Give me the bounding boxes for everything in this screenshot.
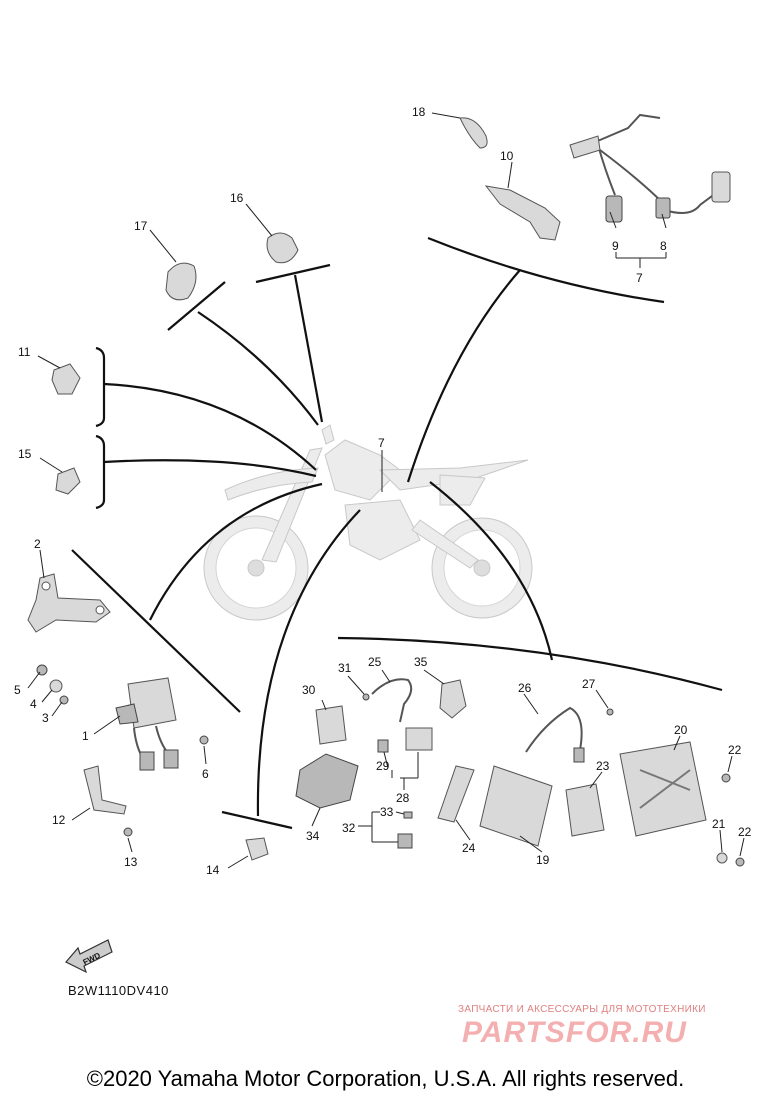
part-17-band — [165, 262, 197, 301]
part-31-screw — [362, 693, 370, 701]
callout-19: 19 — [536, 853, 550, 867]
part-25-harness — [371, 678, 433, 751]
part-27-screw — [606, 708, 614, 716]
callout-29: 29 — [376, 759, 390, 773]
callout-11: 11 — [18, 345, 31, 359]
diagram-code: B2W1110DV410 — [68, 983, 169, 998]
part-7-connector — [711, 171, 731, 203]
callout-16: 16 — [230, 191, 244, 205]
part-13-bolt — [123, 827, 133, 837]
part-26-sensor-lead — [525, 706, 585, 763]
callout-2: 2 — [34, 537, 41, 551]
callout-21: 21 — [712, 817, 726, 831]
callout-17: 17 — [134, 219, 148, 233]
callout-12: 12 — [52, 813, 66, 827]
part-32-fuse — [397, 833, 413, 849]
callout-26: 26 — [518, 681, 532, 695]
callout-9: 9 — [612, 239, 619, 253]
callout-5: 5 — [14, 683, 21, 697]
callout-8: 8 — [660, 239, 667, 253]
part-24-strap — [437, 765, 475, 823]
callout-labels: 18 10 16 17 11 15 9 8 7 7 2 5 4 3 1 6 12… — [14, 105, 752, 877]
callout-20: 20 — [674, 723, 688, 737]
callout-23: 23 — [596, 759, 610, 773]
watermark-brand: PARTSFOR.RU — [462, 1016, 687, 1049]
callout-25: 25 — [368, 655, 382, 669]
callout-3: 3 — [42, 711, 49, 725]
callout-7-harness: 7 — [636, 271, 643, 285]
part-4-washer — [49, 679, 63, 693]
seat — [378, 459, 529, 491]
part-19-case — [479, 765, 553, 847]
callout-28: 28 — [396, 791, 410, 805]
part-15-sensor — [55, 467, 81, 495]
engine — [344, 499, 421, 561]
side-cover — [439, 474, 486, 506]
callout-27: 27 — [582, 677, 596, 691]
callout-7-bike: 7 — [378, 436, 385, 450]
callout-14: 14 — [206, 863, 220, 877]
part-30-cap — [315, 705, 347, 745]
part-1-rectifier — [115, 677, 179, 771]
part-33-fuse — [403, 811, 413, 819]
callout-6: 6 — [202, 767, 209, 781]
part-35-cover — [439, 679, 467, 719]
part-7-sub-harness — [569, 113, 731, 223]
callout-35: 35 — [414, 655, 428, 669]
part-14-sensor — [245, 837, 269, 861]
callout-18: 18 — [412, 105, 426, 119]
part-9-coupler — [605, 195, 623, 223]
handlebar-mount — [321, 424, 335, 445]
part-22-bolt-lower — [735, 857, 745, 867]
part-29-fuse — [377, 739, 389, 753]
part-11-coupler — [51, 363, 81, 395]
watermark-tagline: ЗАПЧАСТИ И АКСЕССУАРЫ ДЛЯ МОТОТЕХНИКИ — [458, 1004, 706, 1015]
callout-10: 10 — [500, 149, 514, 163]
callout-24: 24 — [462, 841, 476, 855]
callout-15: 15 — [18, 447, 32, 461]
callout-31: 31 — [338, 661, 352, 675]
callout-33: 33 — [380, 805, 394, 819]
callout-4: 4 — [30, 697, 37, 711]
copyright-notice: ©2020 Yamaha Motor Corporation, U.S.A. A… — [86, 1066, 685, 1091]
callout-32: 32 — [342, 821, 356, 835]
part-12-bracket — [83, 765, 127, 815]
callout-34: 34 — [306, 829, 320, 843]
part-20-battery-box — [619, 741, 707, 837]
parts-3-4-5-hardware — [36, 664, 69, 705]
motorcycle-illustration — [203, 424, 533, 621]
front-fender — [224, 467, 319, 501]
group-leaders — [71, 236, 723, 830]
part-23-pad — [565, 783, 605, 837]
part-18-band — [459, 117, 488, 149]
callout-13: 13 — [124, 855, 138, 869]
part-34-box — [295, 753, 359, 809]
part-6-bolt — [199, 735, 209, 745]
swingarm — [411, 519, 479, 569]
part-10-cap — [484, 185, 561, 241]
callout-leaders — [27, 112, 745, 869]
part-21-washer — [716, 852, 728, 864]
callout-22-upper: 22 — [728, 743, 742, 757]
part-22-bolt-upper — [721, 773, 731, 783]
callout-22-lower: 22 — [738, 825, 752, 839]
part-8-coupler — [655, 197, 671, 219]
part-16-clamp — [266, 232, 299, 264]
part-2-bracket — [27, 573, 111, 633]
callout-30: 30 — [302, 683, 316, 697]
fwd-arrow-icon: FWD — [65, 939, 113, 974]
callout-1: 1 — [82, 729, 89, 743]
